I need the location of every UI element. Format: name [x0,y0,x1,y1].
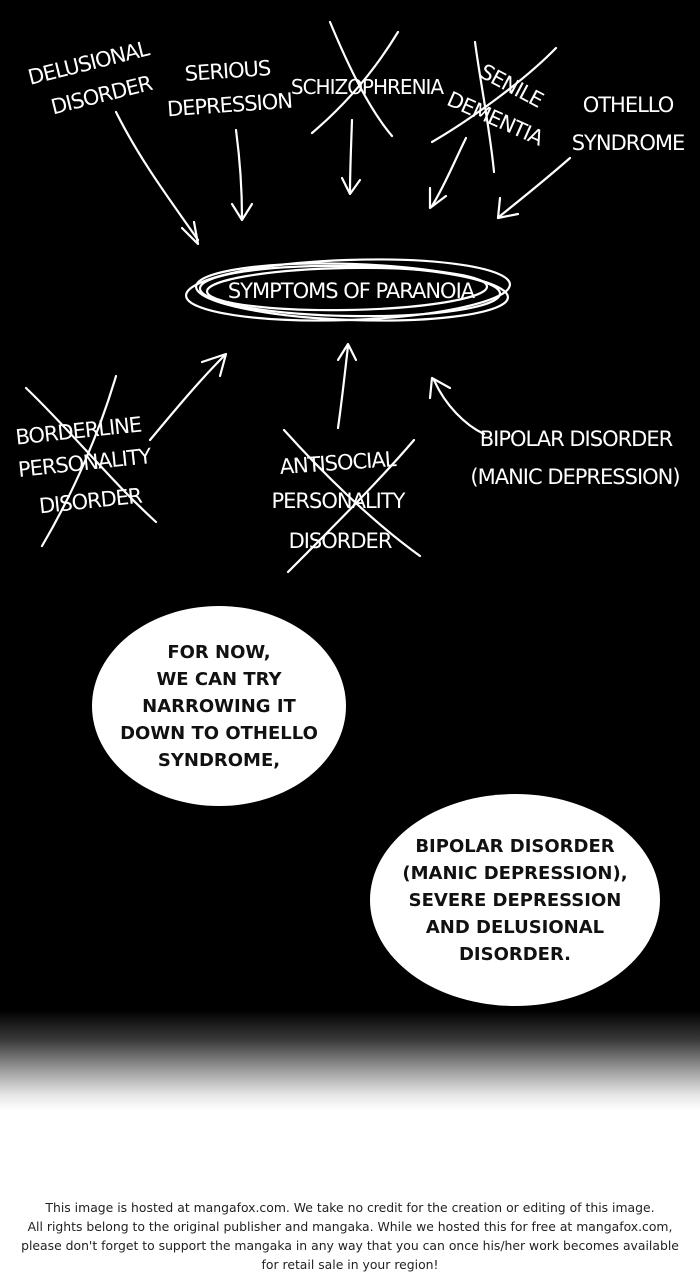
bubble-line: WE CAN TRY [156,668,282,690]
label-line: (MANIC DEPRESSION) [470,465,679,489]
arrows-top [114,110,572,246]
hosting-disclaimer: This image is hosted at mangafox.com. We… [0,1198,700,1274]
arrows-bottom [148,342,486,442]
bubble-line: SYNDROME, [157,749,281,771]
label-line: OTHELLO [583,93,674,117]
bubble-line: SEVERE DEPRESSION [408,889,622,911]
disclaimer-line: This image is hosted at mangafox.com. We… [45,1200,655,1215]
bubble-text: FOR NOW, WE CAN TRY NARROWING IT DOWN TO… [120,639,318,774]
label-line: ANTISOCIAL [279,447,398,479]
label-schizophrenia: SCHIZOPHRENIA [291,75,446,99]
label-serious-depression: SERIOUS DEPRESSION [166,56,292,121]
label-line: SERIOUS [184,56,272,86]
label-line: SYNDROME [572,131,685,155]
label-line: DISORDER [38,484,143,519]
label-othello-syndrome: OTHELLO SYNDROME [572,93,686,155]
speech-bubble: FOR NOW, WE CAN TRY NARROWING IT DOWN TO… [92,606,346,806]
cross-out-senile-dementia [430,40,558,174]
disclaimer-line: All rights belong to the original publis… [27,1219,673,1234]
label-bipolar-disorder: BIPOLAR DISORDER (MANIC DEPRESSION) [470,427,680,489]
bubble-line: (MANIC DEPRESSION), [402,862,628,884]
disclaimer-line: please don't forget to support the manga… [21,1238,679,1253]
label-line: DEPRESSION [166,89,292,122]
cross-out-borderline [24,374,158,548]
bubble-line: DOWN TO OTHELLO [120,722,318,744]
bubble-line: NARROWING IT [142,695,296,717]
bubble-line: AND DELUSIONAL [425,916,605,938]
label-line: SCHIZOPHRENIA [291,75,445,99]
bubble-line: DISORDER. [458,943,572,965]
cross-out-antisocial [282,428,422,574]
disclaimer-line: for retail sale in your region! [261,1257,439,1272]
label-antisocial-personality-disorder: ANTISOCIAL PERSONALITY DISORDER [271,447,406,553]
label-delusional-disorder: DELUSIONAL DISORDER [26,36,155,119]
bubble-line: FOR NOW, [167,641,271,663]
cross-out-schizophrenia [310,20,400,138]
label-line: DISORDER [289,529,392,553]
speech-bubble: BIPOLAR DISORDER (MANIC DEPRESSION), SEV… [370,794,660,1006]
bubble-line: BIPOLAR DISORDER [415,835,615,857]
center-ellipse-scribble [184,258,512,322]
paranoia-mind-map: SYMPTOMS OF PARANOIA DELUSIONAL DISORDER… [14,20,686,574]
label-line: BIPOLAR DISORDER [480,427,673,451]
label-line: PERSONALITY [271,489,405,513]
label-line: BORDERLINE [14,413,142,450]
bubble-text: BIPOLAR DISORDER (MANIC DEPRESSION), SEV… [402,833,627,968]
comic-panel: SYMPTOMS OF PARANOIA DELUSIONAL DISORDER… [0,0,700,1110]
label-senile-dementia: SENILE DEMENTIA [443,59,547,151]
center-label: SYMPTOMS OF PARANOIA [228,279,476,303]
